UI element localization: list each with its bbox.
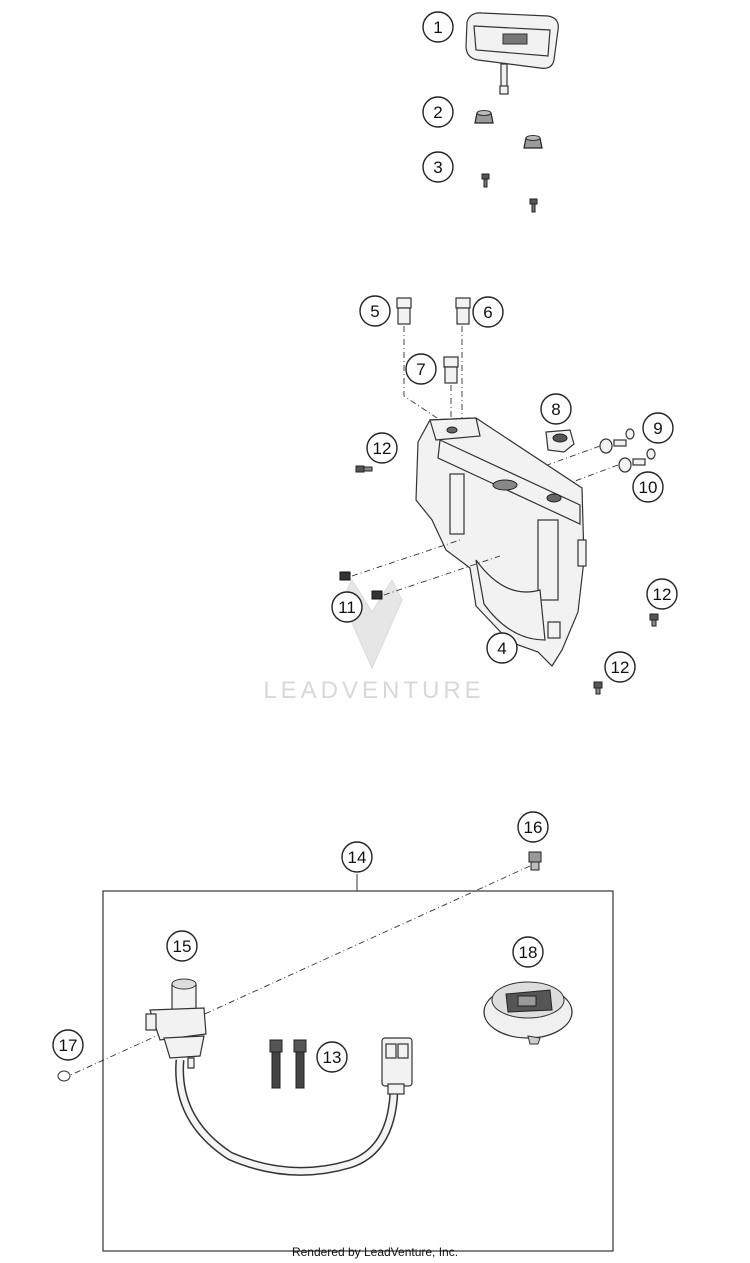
fuel-cap xyxy=(483,981,573,1045)
callout-8: 8 xyxy=(540,393,572,425)
ignition-kit-box xyxy=(102,890,614,1252)
callout-circle xyxy=(422,96,454,128)
callout-circle xyxy=(517,811,549,843)
handlebar-bracket xyxy=(415,417,587,667)
callout-7: 7 xyxy=(405,353,437,385)
callout-number: 18 xyxy=(519,943,538,962)
callout-12: 12 xyxy=(604,651,636,683)
callout-4: 4 xyxy=(486,632,518,664)
callout-13: 13 xyxy=(316,1041,348,1073)
callout-2: 2 xyxy=(422,96,454,128)
callout-number: 13 xyxy=(323,1048,342,1067)
callout-10: 10 xyxy=(632,471,664,503)
callout-16: 16 xyxy=(517,811,549,843)
callout-circle xyxy=(472,296,504,328)
callout-3: 3 xyxy=(422,151,454,183)
ignition-washer xyxy=(57,1070,71,1082)
callout-number: 9 xyxy=(653,419,662,438)
small-screws xyxy=(481,173,538,213)
callout-number: 11 xyxy=(338,598,356,617)
callout-circle xyxy=(422,11,454,43)
callout-circle xyxy=(316,1041,348,1073)
callout-circle xyxy=(52,1029,84,1061)
callout-circle xyxy=(422,151,454,183)
callout-circle xyxy=(604,651,636,683)
callout-6: 6 xyxy=(472,296,504,328)
callout-circle xyxy=(540,393,572,425)
callout-18: 18 xyxy=(512,936,544,968)
callout-circle xyxy=(366,432,398,464)
callout-number: 16 xyxy=(524,818,543,837)
callout-15: 15 xyxy=(166,930,198,962)
callout-number: 10 xyxy=(639,478,658,497)
callout-number: 6 xyxy=(483,303,492,322)
callout-circle xyxy=(632,471,664,503)
callout-1: 1 xyxy=(422,11,454,43)
watermark-text: LEADVENTURE xyxy=(263,677,484,704)
footer-credit: Rendered by LeadVenture, Inc. xyxy=(292,1245,458,1259)
callout-circle xyxy=(486,632,518,664)
callout-circle xyxy=(646,578,678,610)
ignition-cable xyxy=(175,1059,399,1176)
callout-circle xyxy=(341,841,373,873)
callout-number: 7 xyxy=(416,360,425,379)
ignition-keys xyxy=(269,1039,307,1089)
ignition-connector xyxy=(381,1037,413,1095)
ignition-screw xyxy=(528,851,542,871)
bracket-bolts xyxy=(339,571,383,600)
bracket-top-screws xyxy=(396,297,471,384)
callout-number: 3 xyxy=(433,158,442,177)
callout-5: 5 xyxy=(359,295,391,327)
callout-9: 9 xyxy=(642,412,674,444)
callout-circle xyxy=(166,930,198,962)
dashboard-display xyxy=(465,12,559,95)
callout-number: 14 xyxy=(348,848,367,867)
callout-number: 4 xyxy=(497,639,506,658)
callout-circle xyxy=(331,591,363,623)
callout-number: 17 xyxy=(59,1036,78,1055)
callout-11: 11 xyxy=(331,591,363,623)
callout-number: 12 xyxy=(653,585,672,604)
washers-and-screws xyxy=(599,428,656,473)
callout-number: 12 xyxy=(611,658,630,677)
callout-number: 15 xyxy=(173,937,192,956)
mounting-bolts xyxy=(355,465,659,695)
callout-number: 12 xyxy=(373,439,392,458)
callout-circle xyxy=(405,353,437,385)
callout-12: 12 xyxy=(646,578,678,610)
callout-17: 17 xyxy=(52,1029,84,1061)
callout-number: 5 xyxy=(370,302,379,321)
callout-14: 14 xyxy=(341,841,373,873)
callout-12: 12 xyxy=(366,432,398,464)
callout-circle xyxy=(512,936,544,968)
rubber-grommets xyxy=(474,110,543,149)
callout-circle xyxy=(359,295,391,327)
callout-number: 8 xyxy=(551,400,560,419)
callout-number: 2 xyxy=(433,103,442,122)
callout-number: 1 xyxy=(433,18,442,37)
lock-nut xyxy=(545,429,575,453)
ignition-switch xyxy=(145,978,399,1176)
callout-circle xyxy=(642,412,674,444)
